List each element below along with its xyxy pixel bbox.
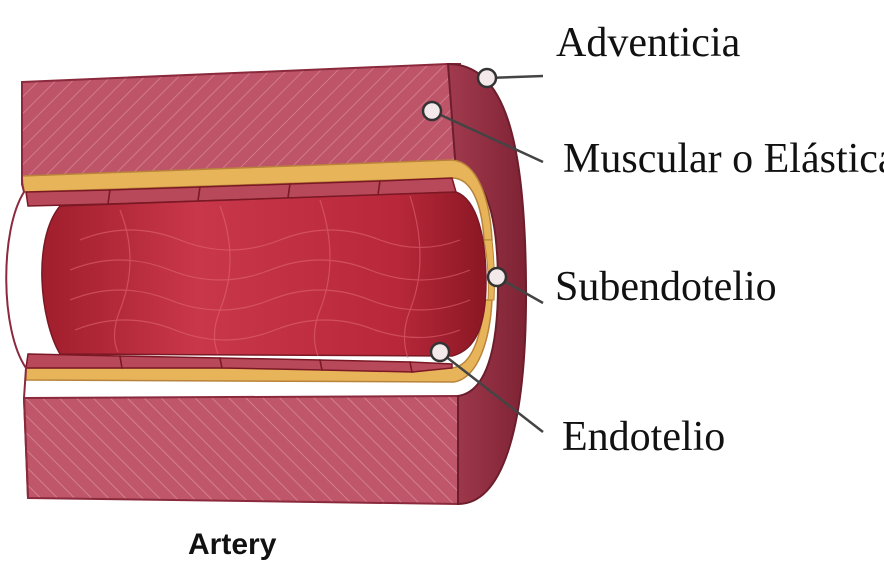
marker-adventicia [478,69,496,87]
marker-endotelio [431,343,449,361]
diagram-caption: Artery [188,530,276,560]
label-muscular-elastica: Muscular o Elástica [563,138,884,180]
artery-bottom-wall [24,396,458,504]
marker-muscular [423,102,441,120]
label-adventicia: Adventicia [556,22,740,64]
marker-subendotelio [488,268,506,286]
label-subendotelio: Subendotelio [555,266,777,308]
label-endotelio: Endotelio [562,416,725,458]
